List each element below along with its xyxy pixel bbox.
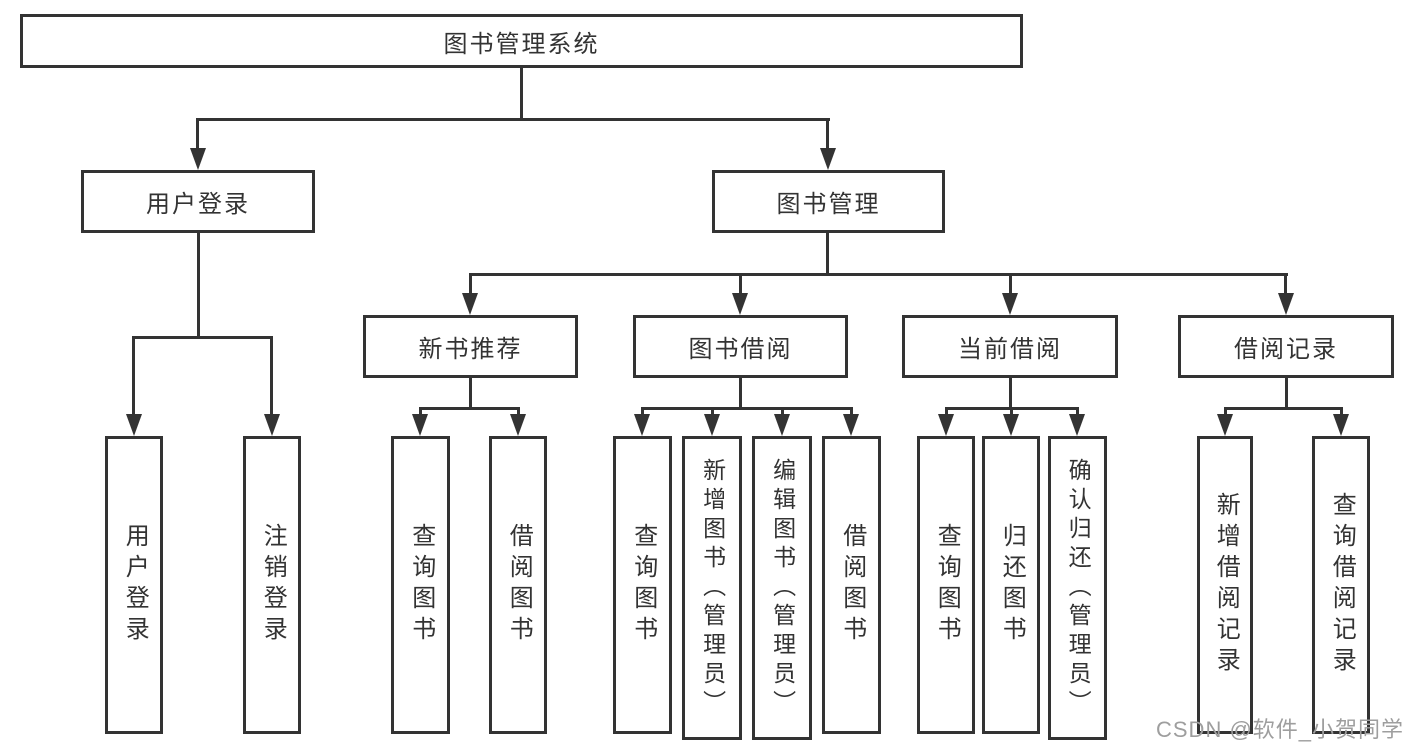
arrow-down-icon — [264, 414, 280, 436]
leaf-user-login: 用户登录 — [105, 436, 163, 734]
connector-line — [1009, 378, 1012, 407]
leaf-label: 查询借阅记录 — [1328, 492, 1356, 678]
arrow-down-icon — [1002, 293, 1018, 315]
connector-line — [1010, 407, 1013, 417]
arrow-down-icon — [820, 148, 836, 170]
leaf-label: 归还图书 — [998, 523, 1026, 647]
arrow-down-icon — [412, 414, 428, 436]
connector-line — [1285, 378, 1288, 407]
connector-line — [826, 233, 829, 273]
connector-line — [469, 273, 1288, 276]
leaf-label: 借阅图书 — [838, 523, 866, 647]
arrow-down-icon — [1003, 414, 1019, 436]
arrow-down-icon — [634, 414, 650, 436]
node-book-borrow: 图书借阅 — [633, 315, 848, 378]
connector-line — [1009, 273, 1012, 295]
leaf-edit-book-admin: 编辑图书（管理员） — [752, 436, 812, 740]
leaf-label: 新增图书（管理员） — [699, 457, 726, 719]
leaf-label: 编辑图书（管理员） — [769, 457, 796, 719]
arrow-down-icon — [938, 414, 954, 436]
connector-line — [1224, 407, 1227, 417]
arrow-down-icon — [190, 148, 206, 170]
arrow-down-icon — [732, 293, 748, 315]
connector-line — [739, 378, 742, 407]
arrow-down-icon — [774, 414, 790, 436]
leaf-add-borrow-record: 新增借阅记录 — [1197, 436, 1253, 734]
connector-line — [945, 407, 948, 417]
connector-line — [517, 407, 520, 417]
leaf-label: 查询图书 — [407, 523, 435, 647]
node-borrow-records: 借阅记录 — [1178, 315, 1394, 378]
leaf-label: 借阅图书 — [505, 523, 533, 647]
arrow-down-icon — [843, 414, 859, 436]
connector-line — [197, 233, 200, 336]
connector-line — [1076, 407, 1079, 417]
leaf-label: 用户登录 — [121, 523, 149, 647]
connector-line — [132, 336, 135, 416]
connector-line — [641, 407, 644, 417]
connector-line — [641, 407, 852, 410]
arrow-down-icon — [1069, 414, 1085, 436]
node-book-management: 图书管理 — [712, 170, 945, 233]
leaf-confirm-return-admin: 确认归还（管理员） — [1048, 436, 1107, 740]
connector-line — [469, 273, 472, 295]
arrow-down-icon — [704, 414, 720, 436]
leaf-label: 查询图书 — [629, 523, 657, 647]
leaf-borrow-books-recommend: 借阅图书 — [489, 436, 547, 734]
arrow-down-icon — [126, 414, 142, 436]
leaf-query-borrow-record: 查询借阅记录 — [1312, 436, 1370, 734]
connector-line — [850, 407, 853, 417]
csdn-watermark: CSDN @软件_小贺同学 — [1156, 717, 1405, 742]
node-new-book-recommend: 新书推荐 — [363, 315, 578, 378]
arrow-down-icon — [462, 293, 478, 315]
connector-line — [270, 336, 273, 416]
leaf-add-book-admin: 新增图书（管理员） — [682, 436, 742, 740]
connector-line — [739, 273, 742, 295]
connector-line — [520, 68, 523, 118]
connector-line — [469, 378, 472, 407]
leaf-label: 查询图书 — [933, 523, 961, 647]
leaf-query-books-recommend: 查询图书 — [391, 436, 450, 734]
leaf-label: 确认归还（管理员） — [1065, 457, 1092, 719]
connector-line — [781, 407, 784, 417]
leaf-query-books-borrow: 查询图书 — [613, 436, 672, 734]
arrow-down-icon — [510, 414, 526, 436]
connector-line — [197, 118, 830, 121]
arrow-down-icon — [1333, 414, 1349, 436]
leaf-logout: 注销登录 — [243, 436, 301, 734]
leaf-label: 注销登录 — [259, 523, 287, 647]
connector-line — [132, 336, 273, 339]
arrow-down-icon — [1278, 293, 1294, 315]
node-current-borrow: 当前借阅 — [902, 315, 1118, 378]
connector-line — [711, 407, 714, 417]
leaf-label: 新增借阅记录 — [1212, 492, 1240, 678]
connector-line — [419, 407, 520, 410]
connector-line — [1340, 407, 1343, 417]
node-user-login: 用户登录 — [81, 170, 315, 233]
node-book-management-system: 图书管理系统 — [20, 14, 1023, 68]
arrow-down-icon — [1217, 414, 1233, 436]
connector-line — [196, 118, 199, 150]
leaf-return-book: 归还图书 — [982, 436, 1040, 734]
leaf-query-books-current: 查询图书 — [917, 436, 975, 734]
connector-line — [419, 407, 422, 417]
connector-line — [1224, 407, 1342, 410]
connector-line — [826, 118, 829, 150]
leaf-borrow-books: 借阅图书 — [822, 436, 881, 734]
connector-line — [1284, 273, 1287, 295]
